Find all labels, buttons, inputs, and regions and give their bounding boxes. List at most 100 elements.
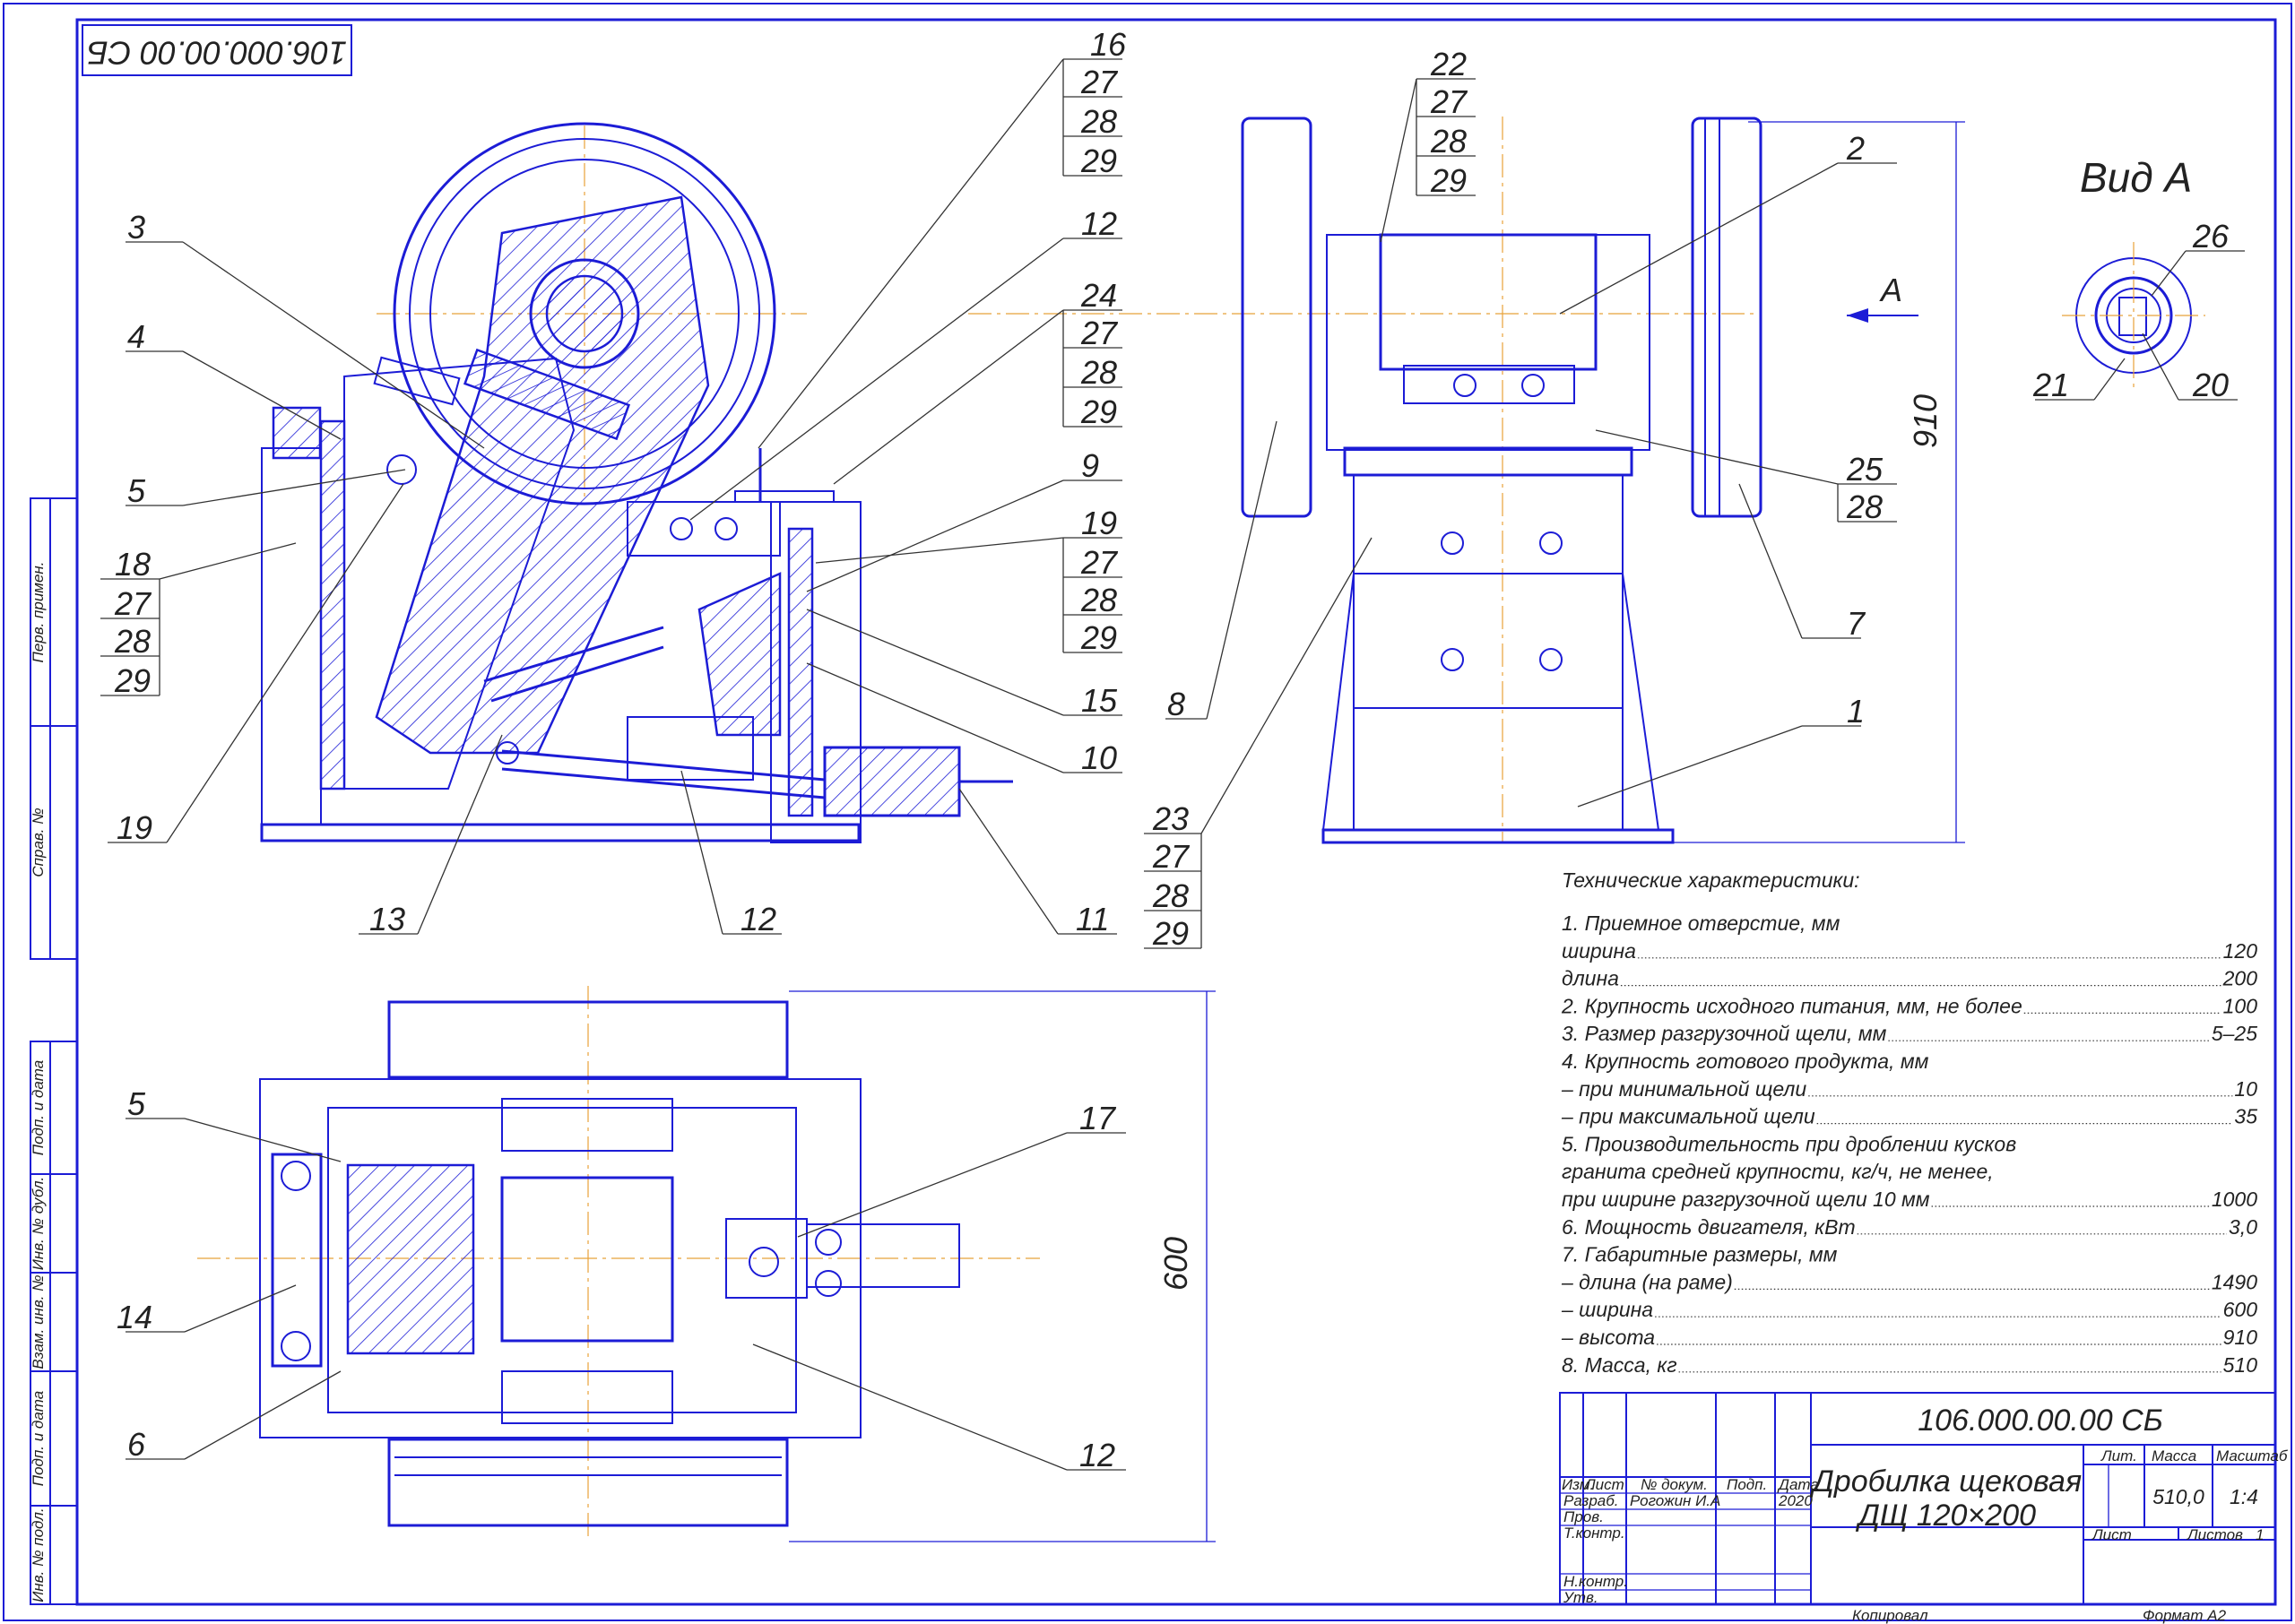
stamp-podp1: Подп. и дата	[30, 1060, 47, 1155]
spec-value: 100	[2223, 994, 2258, 1017]
callout-29d: 29	[1152, 915, 1189, 952]
tb-name2: ДЩ 120×200	[1855, 1499, 2036, 1533]
callout-27s: 27	[1430, 83, 1468, 120]
front-view	[260, 122, 1013, 843]
callout-29s: 29	[1430, 162, 1467, 199]
callout-28d: 28	[1152, 877, 1189, 914]
callout-28s: 28	[1430, 123, 1467, 160]
spec-value: 35	[2234, 1105, 2257, 1128]
outer-frame	[3, 3, 2292, 1621]
corner-code: 106.000.00.00 СБ	[87, 34, 347, 71]
tb-copied: Копировал	[1852, 1607, 1928, 1624]
stamp-perv: Перв. примен.	[30, 562, 47, 663]
spec-label: 7. Габаритные размеры, мм	[1562, 1243, 1838, 1266]
callout-18: 18	[115, 546, 151, 583]
tb-lit: Лит.	[2100, 1447, 2137, 1464]
stamp-inv-dubl: Инв. № дубл.	[30, 1177, 47, 1271]
callout-5p: 5	[127, 1085, 146, 1122]
spec-label: 2. Крупность исходного питания, мм, не б…	[1561, 994, 2022, 1017]
callout-29: 29	[1080, 619, 1117, 656]
callout-28c: 28	[1846, 488, 1883, 525]
callout-24: 24	[1080, 277, 1117, 314]
callout-12p: 12	[1079, 1437, 1115, 1473]
callout-13: 13	[369, 901, 405, 937]
tb-sheets: Листов	[2187, 1526, 2243, 1543]
leader-numbers: 16 27 28 29 12 24 27 28 29 3 4 5 18 27 2…	[114, 26, 2230, 1473]
stamp-inv-podl: Инв. № подл.	[30, 1507, 47, 1602]
spec-value: 1000	[2212, 1188, 2257, 1211]
callout-29: 29	[1080, 393, 1117, 430]
side-view: 910 А	[968, 117, 1965, 844]
stamp-sprav: Справ. №	[30, 808, 47, 877]
callout-22: 22	[1430, 46, 1467, 82]
callout-8: 8	[1167, 686, 1185, 722]
tb-scale: 1:4	[2230, 1485, 2258, 1508]
tb-developer: Рогожин И.А	[1630, 1492, 1720, 1509]
callout-14: 14	[117, 1299, 152, 1335]
tb-sheets-count: 1	[2256, 1526, 2264, 1543]
tb-h-doc: № докум.	[1641, 1476, 1708, 1493]
spec-value: 1490	[2212, 1270, 2257, 1293]
spec-value: 120	[2223, 939, 2258, 963]
spec-label: – при минимальной щели	[1561, 1077, 1806, 1101]
leader-lines	[100, 58, 2245, 1471]
dim-height: 910	[1907, 394, 1944, 448]
stamp-podp2: Подп. и дата	[30, 1391, 47, 1486]
spec-value: 5–25	[2212, 1022, 2257, 1045]
callout-25: 25	[1846, 451, 1884, 488]
callout-2: 2	[1846, 130, 1865, 167]
tb-mass-label: Масса	[2152, 1447, 2196, 1464]
callout-26: 26	[2192, 218, 2230, 255]
side-stamp: Перв. примен. Справ. № Подп. и дата Инв.…	[30, 497, 78, 1605]
spec-value: 10	[2234, 1077, 2257, 1101]
callout-27: 27	[114, 585, 152, 622]
callout-27: 27	[1080, 64, 1119, 100]
callout-12: 12	[1081, 205, 1117, 242]
callout-27d: 27	[1152, 838, 1191, 875]
callout-17: 17	[1079, 1100, 1117, 1136]
spec-value: 910	[2223, 1326, 2258, 1349]
callout-29: 29	[114, 662, 151, 699]
callout-28: 28	[1080, 103, 1117, 140]
callout-21: 21	[2032, 367, 2069, 403]
spec-label: – высота	[1561, 1326, 1655, 1349]
tb-h-list: Лист	[1584, 1476, 1624, 1493]
callout-28: 28	[1080, 582, 1117, 618]
tb-row-prov: Пров.	[1563, 1508, 1604, 1525]
spec-value: 510	[2223, 1353, 2258, 1377]
callout-16: 16	[1090, 26, 1127, 63]
spec-value: 600	[2223, 1298, 2258, 1321]
spec-label: 8. Масса, кг	[1562, 1353, 1677, 1377]
spec-label: 4. Крупность готового продукта, мм	[1562, 1050, 1929, 1073]
callout-23: 23	[1152, 800, 1189, 837]
callout-7: 7	[1847, 605, 1866, 642]
view-a: Вид А	[2062, 154, 2205, 387]
arrow-label: А	[1879, 272, 1902, 308]
spec-label: при ширине разгрузочной щели 10 мм	[1562, 1188, 1930, 1211]
tb-scale-label: Масштаб	[2216, 1447, 2289, 1464]
callout-29: 29	[1080, 143, 1117, 179]
callout-5: 5	[127, 472, 146, 509]
plan-view: 600	[197, 986, 1216, 1542]
spec-value: 3,0	[2229, 1215, 2257, 1239]
spec-label: 5. Производительность при дроблении куск…	[1562, 1132, 2016, 1155]
specs-title: Технические характеристики:	[1562, 868, 1860, 892]
view-a-label: Вид А	[2080, 154, 2192, 201]
corner-code-box	[82, 24, 352, 76]
callout-27: 27	[1080, 315, 1119, 351]
title-block: 106.000.00.00 СБ Дробилка щековая ДЩ 120…	[1559, 1392, 2289, 1624]
callout-27: 27	[1080, 544, 1119, 581]
tb-code: 106.000.00.00 СБ	[1918, 1404, 2163, 1438]
tb-row-utv: Утв.	[1563, 1589, 1598, 1606]
spec-label: 1. Приемное отверстие, мм	[1562, 911, 1840, 935]
spec-label: – ширина	[1561, 1298, 1653, 1321]
tb-h-date: Дата	[1777, 1476, 1819, 1493]
tb-mass: 510,0	[2152, 1485, 2204, 1508]
spec-value: 200	[2222, 967, 2258, 990]
spec-label: 6. Мощность двигателя, кВт	[1562, 1215, 1856, 1239]
tb-row-tkontr: Т.контр.	[1563, 1525, 1625, 1542]
spec-label: длина	[1562, 967, 1619, 990]
callout-28: 28	[1080, 354, 1117, 391]
callout-20: 20	[2192, 367, 2229, 403]
